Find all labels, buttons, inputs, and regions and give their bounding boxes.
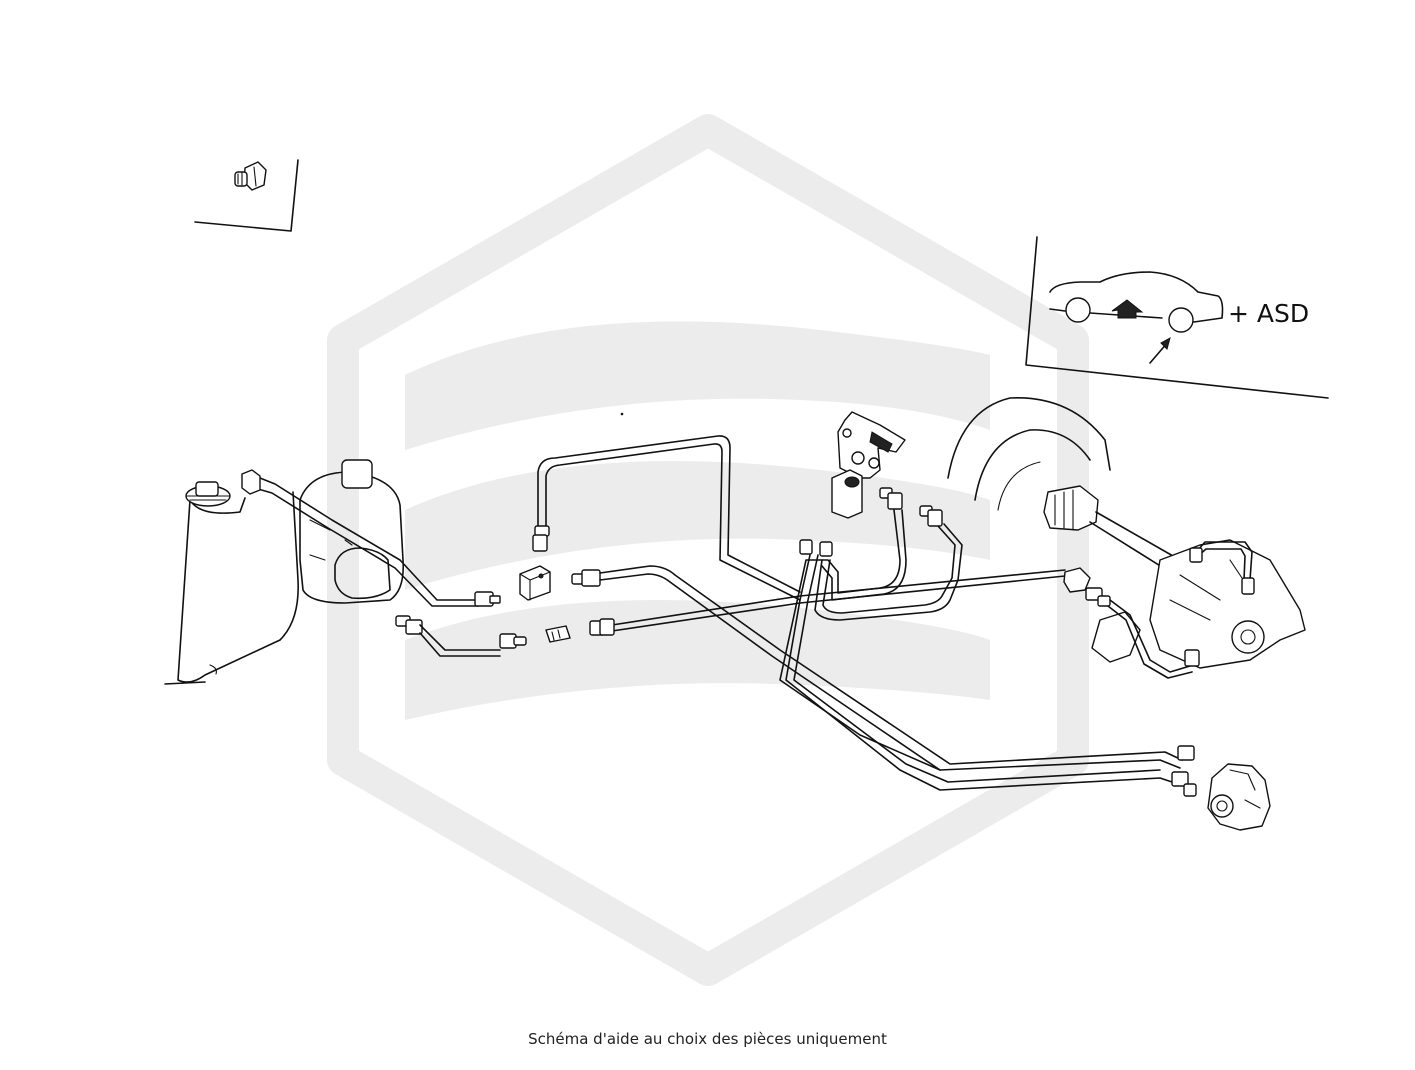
reservoir-cap-icon <box>185 481 231 507</box>
car-icon <box>1049 271 1224 364</box>
front-right-caliper <box>1171 745 1271 831</box>
brake-booster-master-cylinder <box>299 459 405 604</box>
rear-axle-housing <box>1089 511 1306 669</box>
brake-line-5 <box>779 487 1179 791</box>
brake-line-2 <box>395 615 527 657</box>
brake-distributor-block <box>519 565 601 601</box>
brake-line-3 <box>532 435 801 601</box>
asd-label: + ASD <box>1228 299 1309 328</box>
vehicle-asd-inset: + ASD <box>1025 236 1329 399</box>
brake-line-4 <box>589 565 1183 771</box>
brake-line-1 <box>241 469 501 607</box>
tube-connector <box>545 625 571 643</box>
bleed-screw-part <box>234 161 267 191</box>
brake-line-6 <box>1063 541 1255 679</box>
bleed-screw-inset <box>194 159 299 232</box>
brake-fluid-reservoir <box>164 481 299 685</box>
diagram-caption: Schéma d'aide au choix des pièces unique… <box>528 1030 887 1048</box>
small-dot <box>620 412 624 416</box>
brake-drum-backplate <box>947 397 1111 531</box>
pressure-regulator-valve <box>831 411 906 519</box>
watermark-logo-icon <box>327 114 1089 986</box>
